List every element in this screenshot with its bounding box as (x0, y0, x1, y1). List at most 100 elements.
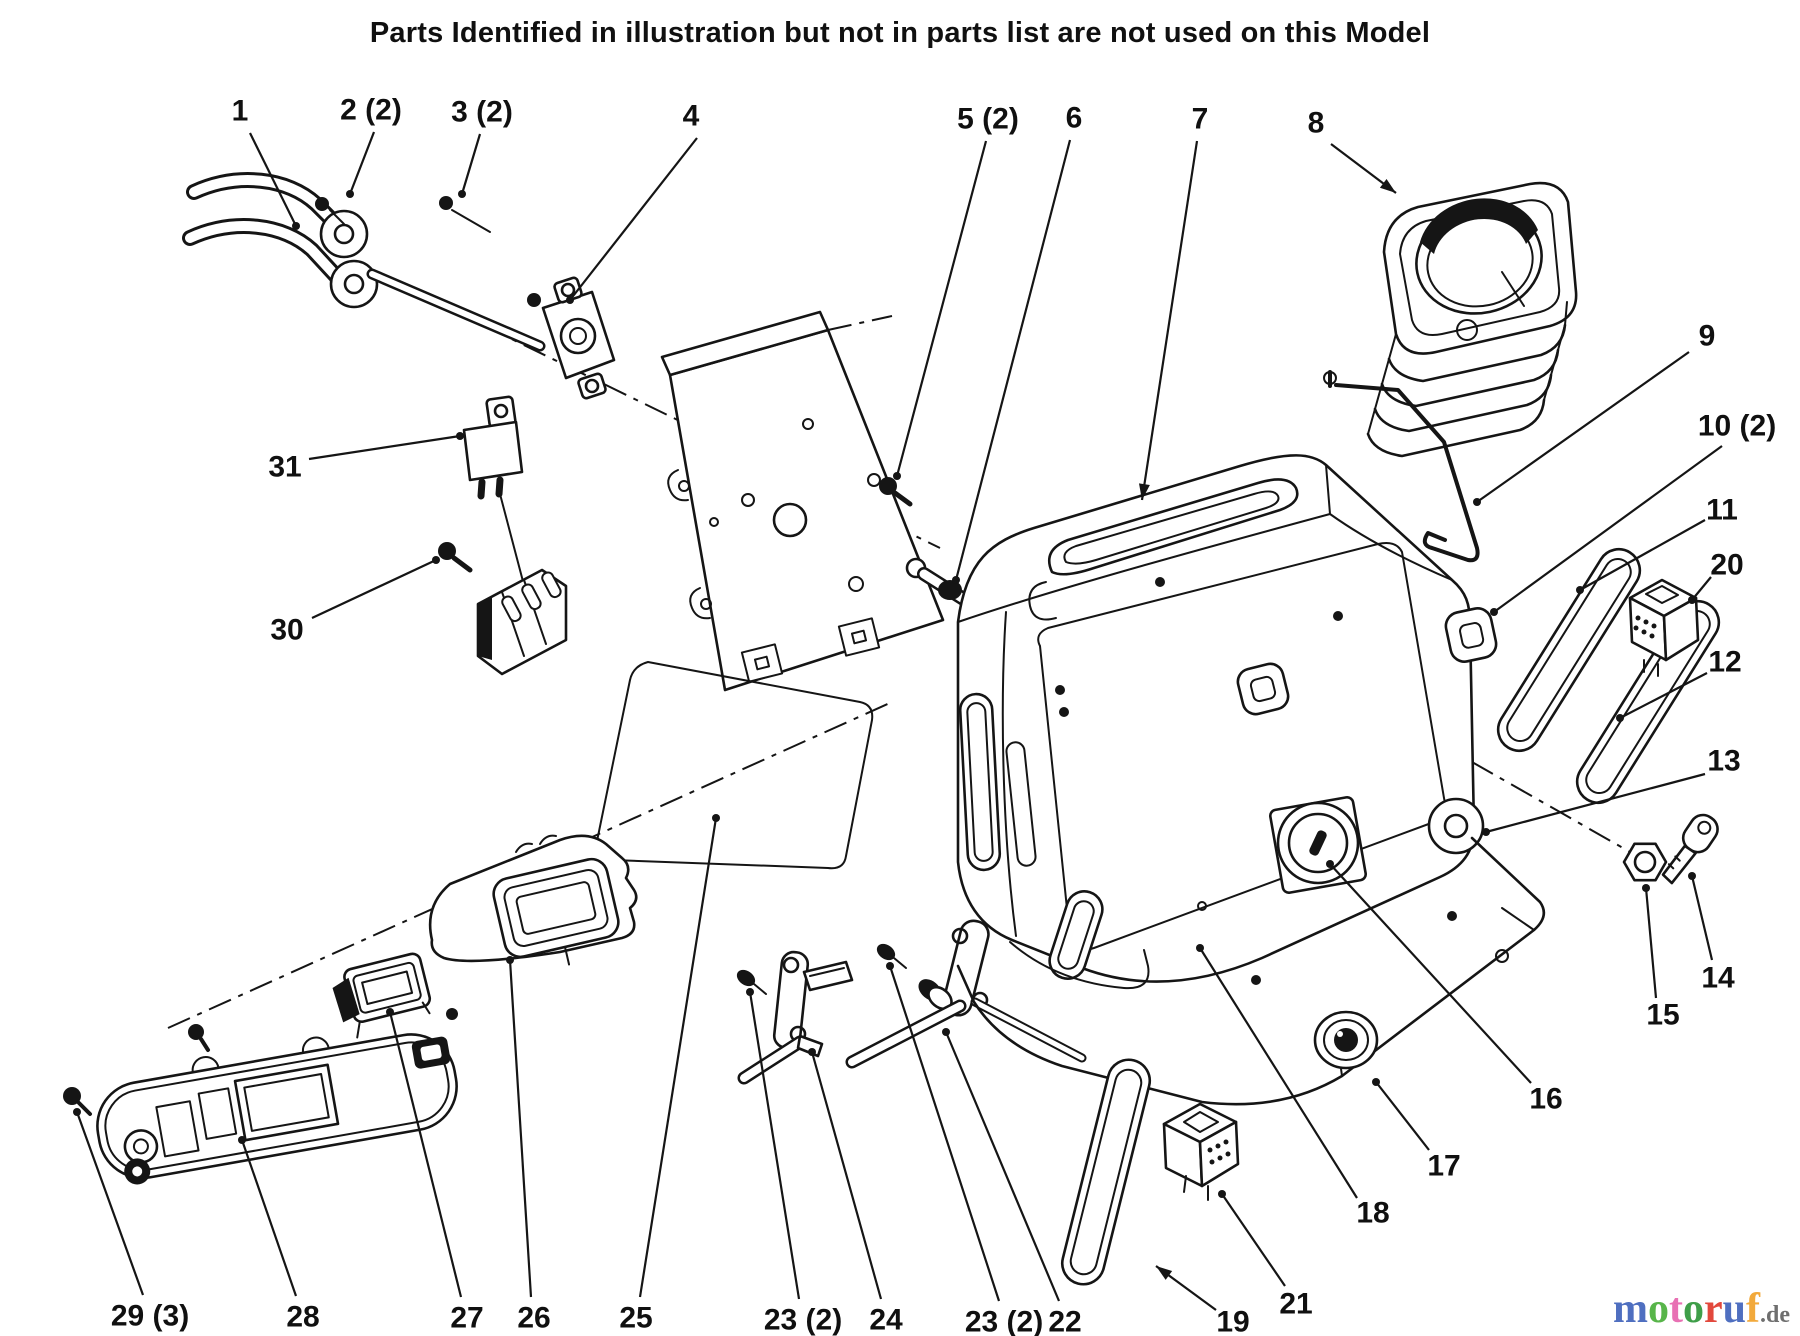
callout-31: 31 (268, 432, 464, 484)
part-28-control-panel (96, 1033, 458, 1185)
callout-label: 18 (1356, 1197, 1389, 1230)
callout-label: 17 (1427, 1150, 1460, 1183)
leader-line (240, 1139, 298, 1297)
callout-label: 25 (619, 1302, 652, 1335)
callout-24: 24 (808, 1048, 903, 1336)
leader-line (388, 1011, 463, 1298)
leader-line (1375, 1081, 1430, 1151)
leader-dot (238, 1136, 246, 1144)
leader-line (1329, 863, 1532, 1084)
leader-dot (566, 296, 574, 304)
leader-line (895, 140, 988, 477)
leader-dot (73, 1108, 81, 1116)
leader-line (308, 434, 461, 461)
leader-dot (1482, 828, 1490, 836)
leader-dot (1642, 884, 1650, 892)
leader-line (508, 959, 533, 1298)
watermark-logo[interactable]: motoruf.de (1613, 1288, 1790, 1330)
part-15-nut (1622, 842, 1668, 882)
watermark-suffix: .de (1760, 1302, 1790, 1328)
callout-label: 13 (1707, 745, 1740, 778)
callout-26: 26 (506, 956, 551, 1335)
callout-25: 25 (619, 814, 720, 1335)
leader-line (1493, 445, 1723, 613)
watermark-letter: f (1746, 1286, 1760, 1332)
callout-15: 15 (1642, 884, 1680, 1032)
part-19-trim-strip (1060, 1058, 1152, 1286)
callout-label: 19 (1216, 1306, 1249, 1336)
callout-label: 27 (450, 1302, 483, 1335)
callout-label: 3 (2) (451, 96, 513, 129)
leader-dot (432, 556, 440, 564)
leader-line (1199, 947, 1358, 1199)
callout-label: 5 (2) (957, 103, 1019, 136)
part-22-link-rod (845, 919, 1087, 1069)
leader-arrowhead (1138, 483, 1150, 500)
part-12-trim-strip (1575, 599, 1721, 805)
leader-line (249, 132, 297, 227)
part-29-screws (63, 1008, 458, 1116)
callout-label: 21 (1279, 1288, 1312, 1321)
watermark-letter: u (1722, 1286, 1746, 1332)
leader-dot (1616, 714, 1624, 722)
callout-9: 9 (1473, 320, 1716, 506)
watermark-letter: t (1668, 1286, 1683, 1332)
callout-10-2: 10 (2) (1490, 410, 1776, 616)
part-23-bolt-left (736, 969, 767, 995)
part-16-ignition-switch (1268, 795, 1368, 895)
support-plate (660, 310, 945, 692)
part-9-wire-rod (1323, 370, 1480, 563)
part-26-cover-panel (428, 834, 638, 966)
watermark-letter: o (1682, 1286, 1704, 1332)
leader-dot (1196, 944, 1204, 952)
leader-line (311, 559, 437, 619)
callout-14: 14 (1688, 872, 1735, 995)
callout-30: 30 (270, 556, 440, 647)
leader-dot (386, 1008, 394, 1016)
leader-line (1690, 875, 1714, 961)
callout-label: 23 (2) (764, 1304, 842, 1336)
part-10-grommet (1444, 607, 1498, 663)
callout-5-2: 5 (2) (893, 103, 1019, 480)
callout-23-2: 23 (2) (746, 988, 842, 1336)
leader-line (888, 965, 1001, 1302)
leader-dot (1688, 596, 1696, 604)
part-8-shift-boot (1366, 181, 1578, 458)
callout-label: 15 (1646, 999, 1679, 1032)
callout-label: 10 (2) (1698, 410, 1776, 443)
leader-dot (506, 956, 514, 964)
callout-22: 22 (942, 1028, 1082, 1336)
leader-line (954, 139, 1072, 581)
part-14-key (1661, 813, 1719, 885)
leader-dot (942, 1028, 950, 1036)
leader-dot (346, 190, 354, 198)
leader-line (1476, 351, 1690, 503)
callout-16: 16 (1326, 860, 1563, 1116)
leader-line (810, 1051, 883, 1300)
callout-label: 9 (1699, 320, 1716, 353)
watermark-letter: o (1647, 1286, 1669, 1332)
leader-line (638, 817, 718, 1298)
callout-12: 12 (1616, 646, 1742, 722)
leader-line (748, 991, 801, 1300)
callout-label: 16 (1529, 1083, 1562, 1116)
callout-label: 7 (1192, 103, 1209, 136)
callout-17: 17 (1372, 1078, 1461, 1183)
callout-label: 28 (286, 1301, 319, 1334)
part-24-lever (737, 950, 854, 1085)
leader-dot (746, 988, 754, 996)
part-3-bolt (439, 196, 491, 233)
part-7-console-housing (956, 454, 1476, 990)
leader-dot (952, 576, 960, 584)
leader-line (569, 137, 698, 301)
callout-21: 21 (1218, 1190, 1313, 1321)
callout-1: 1 (232, 95, 300, 230)
leader-dot (1218, 1190, 1226, 1198)
page-title: Parts Identified in illustration but not… (369, 17, 1431, 49)
callout-label: 31 (268, 451, 301, 484)
leader-arrowhead (1156, 1266, 1173, 1280)
leader-dot (808, 1048, 816, 1056)
callout-label: 23 (2) (965, 1306, 1043, 1336)
